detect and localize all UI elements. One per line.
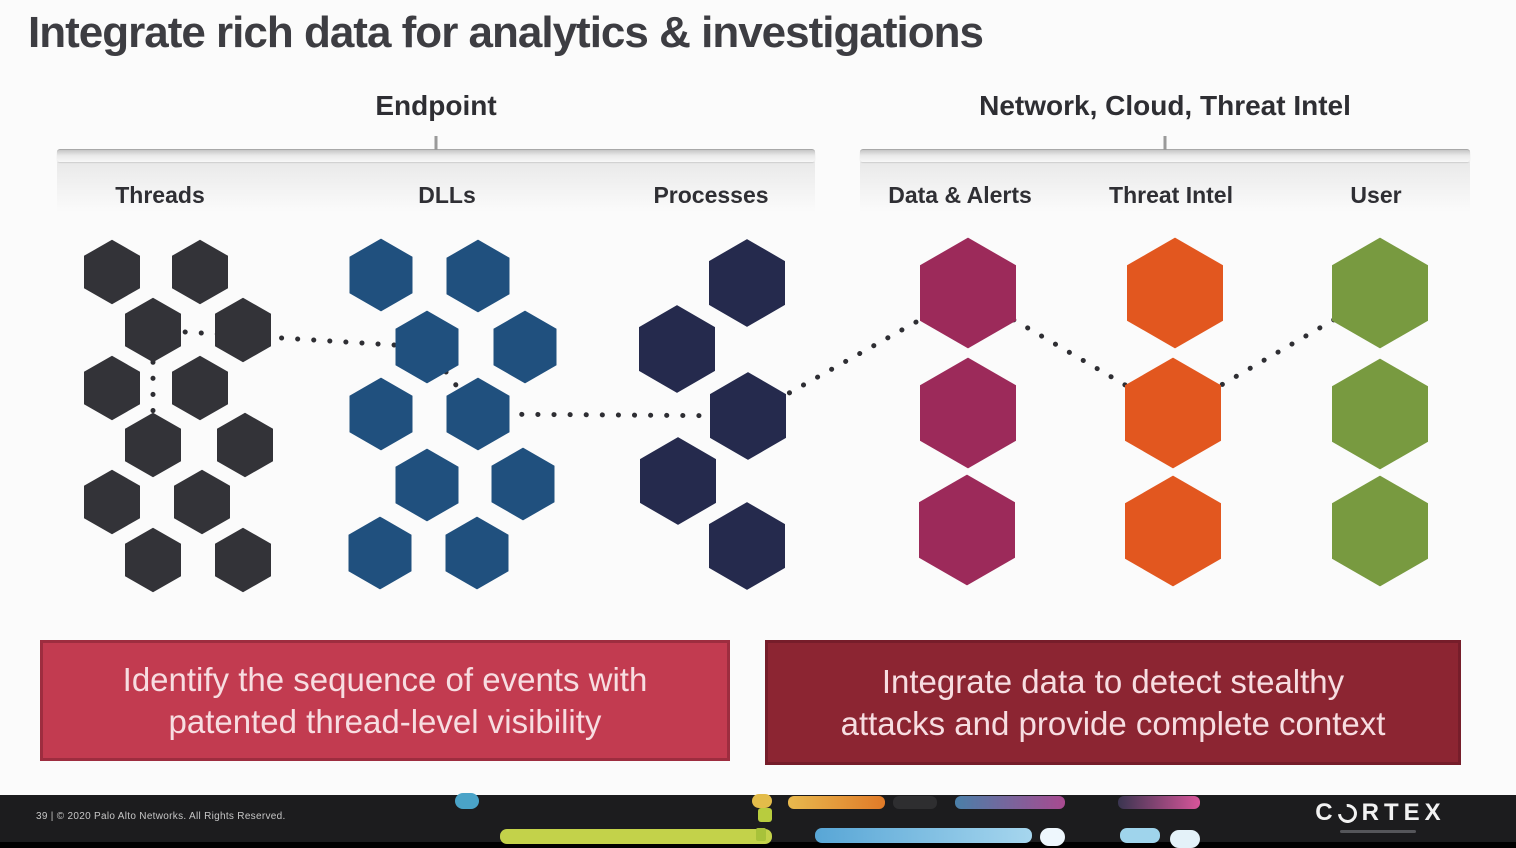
group-header-network-cloud-threat-intel: Network, Cloud, Threat Intel: [979, 90, 1351, 121]
group-header-endpoint: Endpoint: [375, 90, 497, 121]
column-label-threads: Threads: [115, 182, 205, 208]
banner-line: patented thread-level visibility: [168, 702, 602, 740]
footer-decoration: [455, 793, 479, 809]
hex-dlls: [348, 516, 412, 590]
hex-threads: [125, 412, 181, 478]
footer-decoration: [893, 796, 937, 809]
column-label-threat-intel: Threat Intel: [1109, 182, 1233, 208]
footer-decoration: [500, 829, 772, 844]
hex-threads: [217, 412, 273, 478]
hex-threat-intel: [1125, 357, 1221, 469]
column-label-processes: Processes: [653, 182, 769, 208]
banner-thread-visibility: Identify the sequence of events with pat…: [40, 640, 730, 761]
slide-title: Integrate rich data for analytics & inve…: [28, 8, 984, 57]
cortex-letter: E: [1403, 799, 1420, 826]
hex-threads: [215, 527, 271, 593]
hex-threat-intel: [1125, 475, 1221, 587]
hex-dlls: [445, 516, 509, 590]
footer-decoration: [756, 828, 766, 841]
hex-dlls: [395, 310, 459, 384]
banner-integrate-context: Integrate data to detect stealthy attack…: [765, 640, 1461, 765]
hex-processes: [709, 502, 785, 590]
hex-dlls: [349, 238, 413, 312]
hex-dlls: [491, 447, 555, 521]
hex-dlls: [493, 310, 557, 384]
footer-decoration: [1170, 830, 1200, 848]
hex-processes: [710, 372, 786, 460]
hex-dlls: [349, 377, 413, 451]
column-label-dlls: DLLs: [418, 182, 476, 208]
hex-threads: [125, 297, 181, 363]
hex-processes: [709, 239, 785, 327]
banner-text: Integrate data to detect stealthy attack…: [841, 661, 1386, 744]
hex-user: [1332, 237, 1428, 349]
bottom-black-strip: [0, 842, 1516, 848]
hex-processes: [639, 305, 715, 393]
column-label-data-alerts: Data & Alerts: [888, 182, 1032, 208]
hex-dlls: [446, 377, 510, 451]
footer-decoration: [788, 796, 885, 809]
hex-threads: [174, 469, 230, 535]
hex-data-alerts: [920, 357, 1016, 469]
hex-threads: [125, 527, 181, 593]
hex-user: [1332, 475, 1428, 587]
hex-user: [1332, 358, 1428, 470]
hex-threads: [84, 469, 140, 535]
hex-threads: [215, 297, 271, 363]
cortex-letter: C: [1315, 799, 1333, 826]
cortex-letter: T: [1383, 799, 1399, 826]
footer-decoration: [815, 828, 1032, 843]
footer-decoration: [955, 796, 1065, 809]
hex-dlls: [395, 448, 459, 522]
footer-decoration: [758, 808, 772, 822]
footer-decoration: [1118, 796, 1200, 809]
footer-decoration: [1040, 828, 1065, 846]
hex-data-alerts: [920, 237, 1016, 349]
copyright-text: 39 | © 2020 Palo Alto Networks. All Righ…: [36, 811, 286, 822]
hex-dlls: [446, 239, 510, 313]
hex-threads: [84, 355, 140, 421]
hex-data-alerts: [919, 474, 1015, 586]
bracket-tick-network-cloud-threat-intel: [1163, 136, 1167, 150]
hex-threads: [84, 239, 140, 305]
bracket-fade-endpoint: [57, 162, 815, 212]
column-label-user: User: [1350, 182, 1402, 208]
hex-threads: [172, 239, 228, 305]
banner-text: Identify the sequence of events with pat…: [123, 659, 648, 742]
bracket-tick-endpoint: [434, 136, 438, 150]
banner-line: Integrate data to detect stealthy: [881, 663, 1345, 701]
cortex-tagline: [1340, 830, 1416, 833]
cortex-letter: R: [1361, 799, 1379, 826]
hex-threads: [172, 355, 228, 421]
hex-processes: [640, 437, 716, 525]
banner-line: Identify the sequence of events with: [122, 661, 648, 699]
bracket-fade-network-cloud-threat-intel: [860, 162, 1470, 212]
banner-line: attacks and provide complete context: [840, 704, 1386, 742]
footer-decoration: [752, 794, 772, 808]
cortex-letter: X: [1424, 799, 1441, 826]
hex-threat-intel: [1127, 237, 1223, 349]
footer-decoration: [1120, 828, 1160, 843]
